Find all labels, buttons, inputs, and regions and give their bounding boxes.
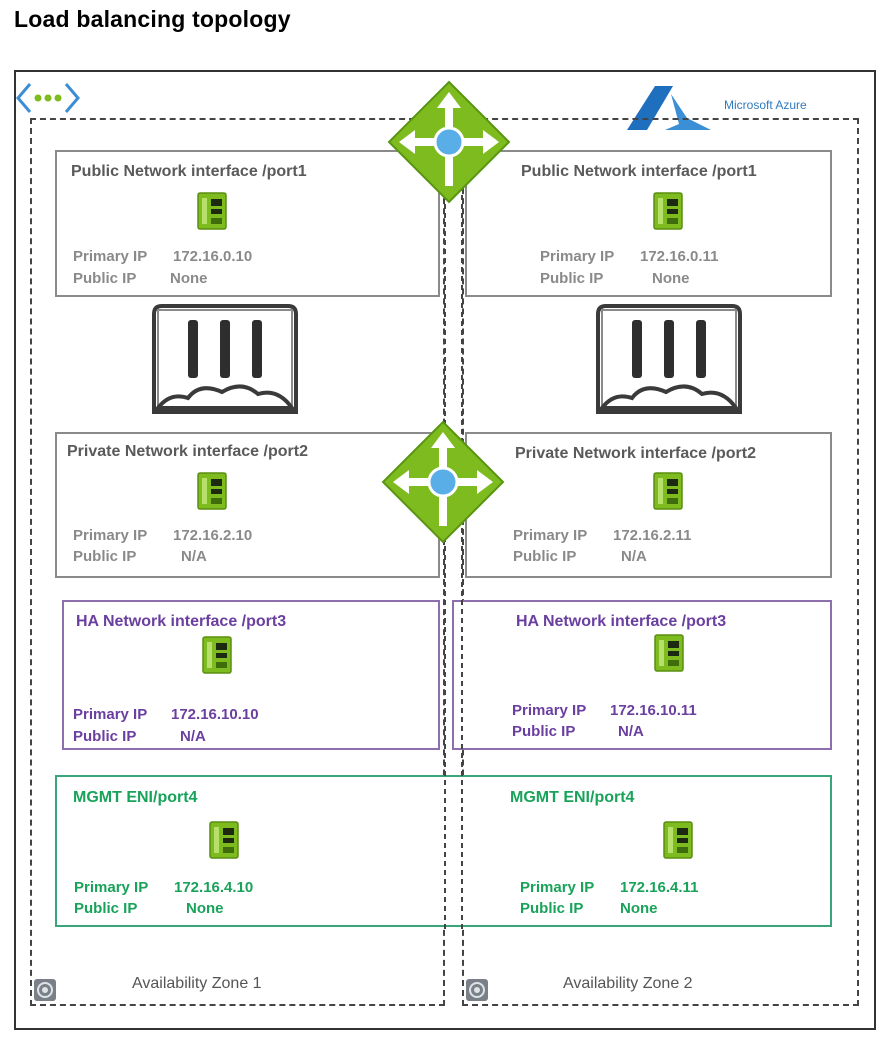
primary-ip-value: 172.16.0.11 bbox=[640, 248, 719, 265]
primary-ip-value: 172.16.4.11 bbox=[620, 879, 699, 896]
interface-title-2: MGMT ENI/port4 bbox=[510, 789, 635, 806]
public-ip-value: N/A bbox=[181, 548, 207, 565]
private-interface-box-1: Private Network interface /port2 Primary… bbox=[55, 432, 440, 578]
availability-zone-1 bbox=[30, 118, 445, 1006]
public-ip-value: N/A bbox=[180, 728, 206, 745]
public-ip-value: None bbox=[652, 270, 690, 287]
interface-title: HA Network interface /port3 bbox=[76, 613, 287, 630]
page-title: Load balancing topology bbox=[14, 6, 291, 32]
virtual-network-icon bbox=[16, 83, 80, 113]
public-ip-value: None bbox=[186, 900, 224, 917]
fortigate-vm-icon bbox=[150, 300, 300, 420]
public-ip-value: N/A bbox=[618, 723, 644, 740]
load-balancer-icon bbox=[379, 418, 507, 546]
public-ip-value: N/A bbox=[621, 548, 647, 565]
public-ip-value: None bbox=[170, 270, 208, 287]
zone-1-label: Availability Zone 1 bbox=[132, 975, 262, 992]
interface-title-1: MGMT ENI/port4 bbox=[73, 789, 198, 806]
azure-label: Microsoft Azure bbox=[724, 98, 807, 112]
zone-2-label: Availability Zone 2 bbox=[563, 975, 693, 992]
load-balancer-icon bbox=[385, 78, 513, 206]
private-interface-box-2: Private Network interface /port2 Primary… bbox=[465, 432, 832, 578]
primary-ip-value: 172.16.10.11 bbox=[610, 702, 697, 719]
public-interface-box-1: Public Network interface /port1 Primary … bbox=[55, 150, 440, 297]
primary-ip-value: 172.16.4.10 bbox=[174, 879, 254, 896]
primary-ip-value: 172.16.2.10 bbox=[173, 527, 253, 544]
interface-title: HA Network interface /port3 bbox=[516, 613, 727, 630]
fortigate-vm-icon bbox=[594, 300, 744, 420]
interface-title: Public Network interface /port1 bbox=[71, 163, 307, 180]
availability-zone-icon bbox=[34, 979, 56, 1001]
interface-title: Private Network interface /port2 bbox=[67, 443, 308, 460]
azure-boundary bbox=[14, 70, 876, 1030]
public-interface-box-2: Public Network interface /port1 Primary … bbox=[465, 150, 832, 297]
public-ip-value: None bbox=[620, 900, 658, 917]
availability-zone-2 bbox=[462, 118, 859, 1006]
interface-title: Public Network interface /port1 bbox=[521, 163, 757, 180]
interface-title: Private Network interface /port2 bbox=[515, 445, 756, 462]
primary-ip-value: 172.16.2.11 bbox=[613, 527, 692, 544]
primary-ip-value: 172.16.0.10 bbox=[173, 248, 253, 265]
primary-ip-value: 172.16.10.10 bbox=[171, 706, 259, 723]
availability-zone-icon bbox=[466, 979, 488, 1001]
